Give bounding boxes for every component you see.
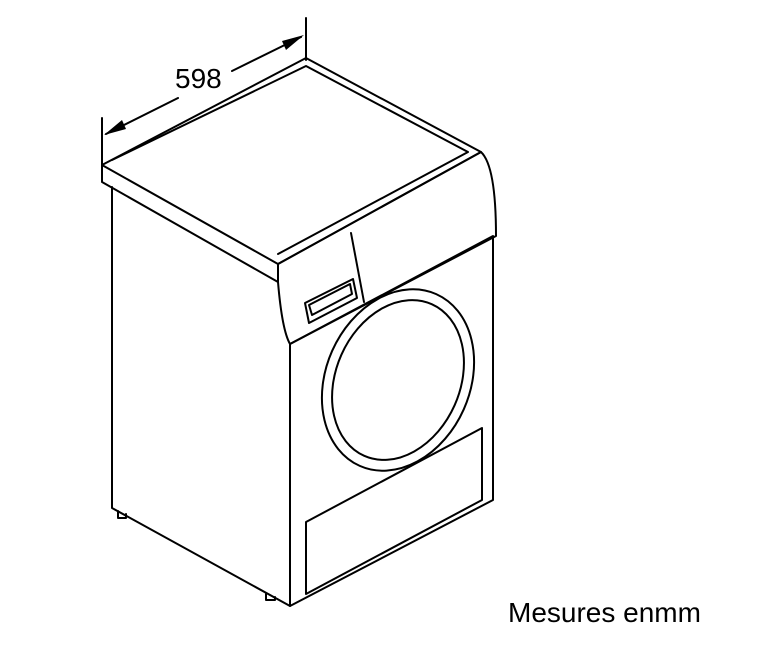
door-inner-ring [331,299,465,461]
control-panel-divider [350,232,365,303]
display-window-inner [308,283,353,316]
dimension-arrow-right-icon [282,35,304,50]
top-plate-inner [111,65,469,255]
top-plate-thickness [101,164,279,283]
width-dimension-label: 598 [175,63,222,94]
foot-right [265,593,276,601]
door-outer-ring [320,288,476,472]
width-dimension: 598 [101,17,307,166]
control-panel [277,151,497,345]
top-plate [101,57,482,265]
dryer-illustration [101,57,497,607]
units-caption: Mesures enmm [508,597,701,628]
dimension-arrow-left-icon [104,120,126,135]
left-side-panel [111,186,291,607]
plinth-panel [305,427,483,595]
foot-left [117,510,127,519]
display-window [304,278,358,324]
